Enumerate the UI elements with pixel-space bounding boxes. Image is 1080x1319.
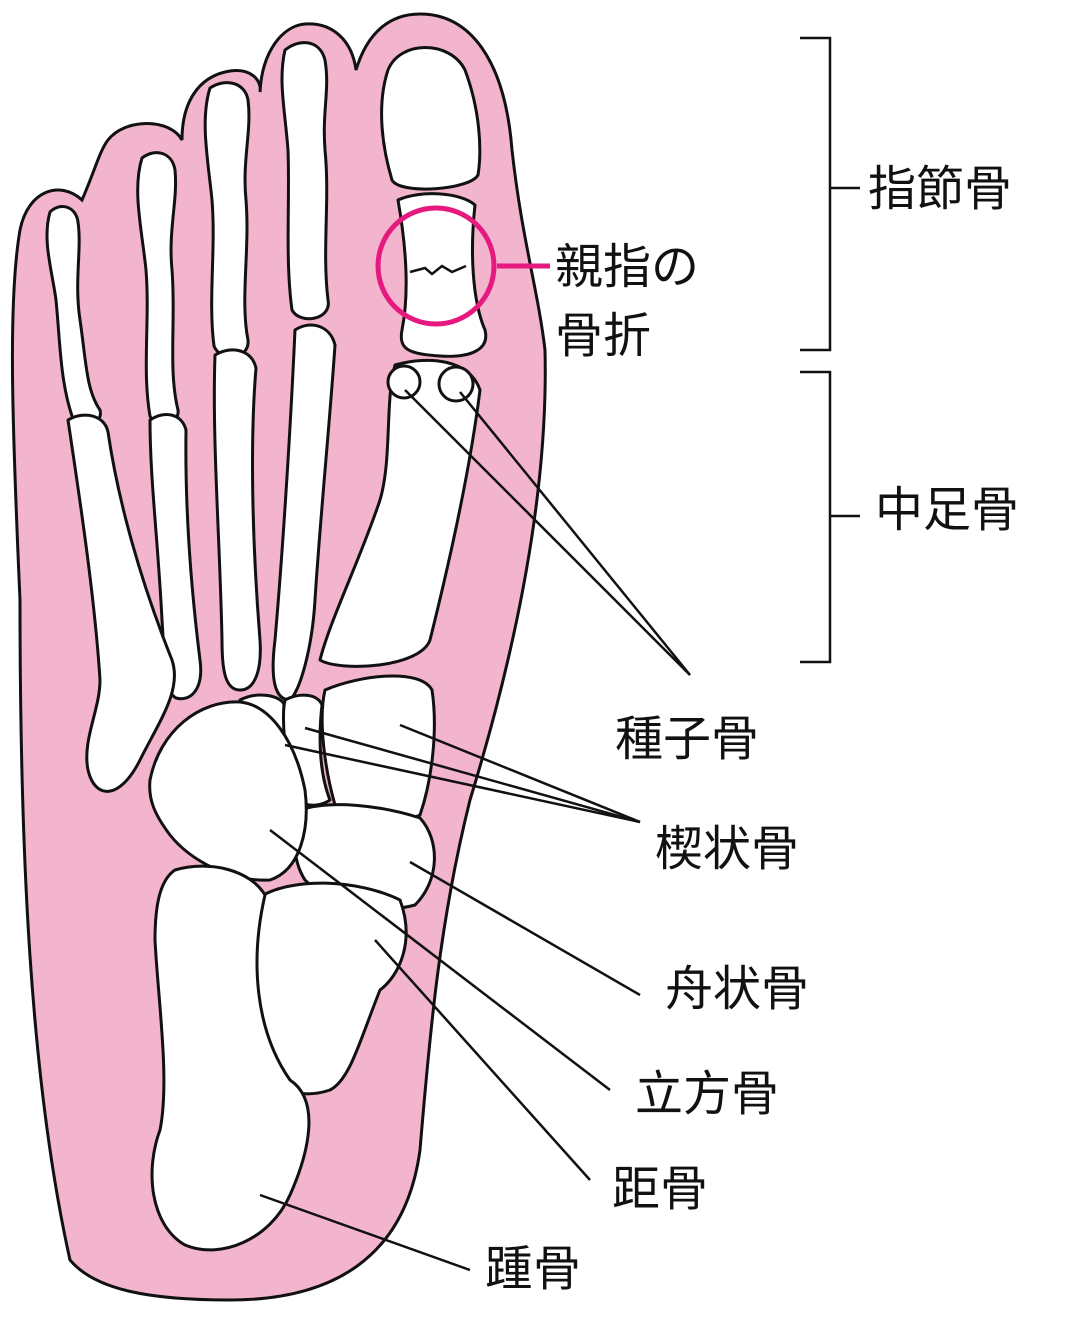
brackets bbox=[800, 36, 860, 664]
calcaneus-bone bbox=[150, 864, 311, 1252]
cuneiform-leader-3 bbox=[399, 723, 641, 824]
fourth-toe-phalanges bbox=[136, 151, 180, 426]
cuboid-bone bbox=[148, 700, 308, 882]
fracture-line bbox=[409, 264, 467, 276]
label-fracture-line1: 親指の bbox=[555, 239, 699, 295]
third-toe-phalanges bbox=[203, 81, 251, 359]
phalanges-bones bbox=[45, 41, 488, 426]
second-toe-phalanges bbox=[280, 41, 330, 321]
sesamoid-leader-1 bbox=[404, 389, 691, 676]
phalanges-bracket bbox=[800, 36, 860, 352]
metatarsal-5 bbox=[66, 413, 176, 793]
label-cuneiform: 楔状骨 bbox=[655, 821, 799, 877]
metatarsal-4 bbox=[148, 413, 203, 701]
metatarsal-3 bbox=[212, 348, 262, 692]
metatarsal-2 bbox=[271, 323, 337, 702]
label-calcaneus: 踵骨 bbox=[485, 1241, 581, 1297]
metatarsal-bones bbox=[66, 323, 482, 793]
calcaneus-leader bbox=[259, 1193, 471, 1272]
navicular-leader bbox=[409, 860, 641, 997]
sesamoid-bone-1 bbox=[386, 364, 422, 400]
little-toe-phalanges bbox=[45, 205, 102, 426]
label-phalanges: 指節骨 bbox=[868, 161, 1012, 217]
cuboid-leader bbox=[269, 829, 611, 1091]
label-navicular: 舟状骨 bbox=[665, 961, 809, 1017]
label-metatarsals: 中足骨 bbox=[875, 482, 1019, 538]
label-cuboid: 立方骨 bbox=[635, 1066, 779, 1122]
fracture-circle bbox=[375, 205, 497, 327]
talus-leader bbox=[374, 939, 591, 1181]
metatarsal-bracket bbox=[800, 370, 860, 664]
sesamoid-leader-2 bbox=[459, 391, 691, 676]
label-fracture-line2: 骨折 bbox=[555, 308, 651, 364]
cuneiform-medial bbox=[320, 674, 436, 826]
label-sesamoid: 種子骨 bbox=[615, 711, 759, 767]
labels: 指節骨 親指の 骨折 中足骨 種子骨 楔状骨 舟状骨 立方骨 距骨 踵骨 bbox=[485, 161, 1019, 1297]
cuneiform-leader-1 bbox=[284, 743, 641, 824]
sesamoid-bone-2 bbox=[437, 365, 475, 403]
big-toe-distal-phalanx bbox=[380, 46, 482, 191]
fracture-highlight bbox=[375, 205, 550, 327]
leader-lines bbox=[259, 389, 691, 1272]
cuneiform-leader-2 bbox=[304, 726, 641, 824]
metatarsal-1 bbox=[318, 358, 482, 668]
label-talus: 距骨 bbox=[612, 1161, 708, 1217]
